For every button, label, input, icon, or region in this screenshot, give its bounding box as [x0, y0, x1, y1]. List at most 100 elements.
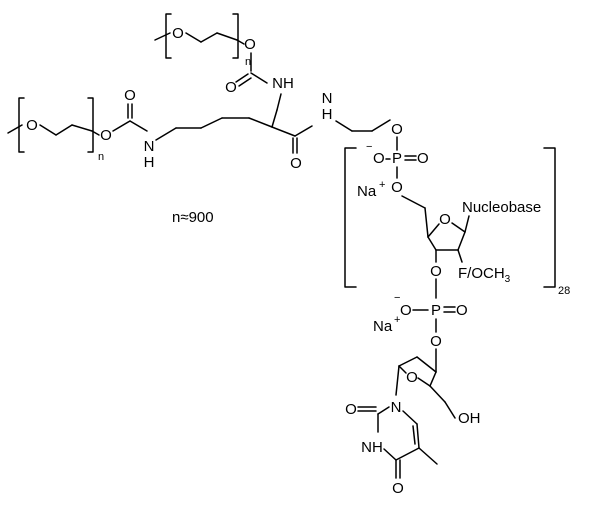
glycosidic-bond	[395, 365, 400, 396]
thymine-ring-bond	[383, 448, 397, 461]
left-peg-bond	[39, 124, 57, 136]
upper-carbamate: O NH	[225, 52, 294, 111]
nucleobase-label: Nucleobase	[462, 199, 541, 216]
linker-bond	[335, 120, 353, 132]
nucleotide-repeat-label: 28	[558, 285, 570, 297]
upper-peg-right-bracket	[232, 13, 239, 59]
left-carbamate-bond	[112, 120, 131, 132]
lysine-alpha-bond	[271, 109, 278, 128]
left-peg-chain: O O n	[7, 97, 112, 163]
thymine-n1: N	[391, 399, 402, 416]
phosphate-2-o-minus: O	[400, 302, 412, 319]
ribose-2-substituent: F/OCH3	[458, 265, 511, 285]
nucleotide-left-bracket	[344, 147, 357, 288]
ribose-2-bond	[457, 249, 463, 263]
ribose-ring-bond	[427, 236, 437, 251]
left-peg-ester-oxygen: O	[100, 127, 112, 144]
thymine-c5-c6-double-bond	[412, 425, 416, 445]
phosphate-1-ester-oxygen: O	[391, 179, 403, 196]
amide-n: N	[322, 90, 333, 107]
ribose-ring-oxygen: O	[439, 211, 451, 228]
upper-carbamate-carbonyl-bond	[235, 73, 249, 83]
deoxyribose-ring-bond	[398, 356, 418, 367]
left-carbamate-n: N	[144, 138, 155, 155]
deoxyribose-ring-bond	[417, 377, 431, 387]
upper-peg-bond	[185, 32, 202, 43]
upper-carbamate-nh: NH	[272, 75, 294, 92]
thymine-ring-bond	[402, 410, 418, 425]
ribose-ring-bond	[427, 223, 440, 238]
peg-length-label: n≈900	[172, 209, 214, 226]
linker-bond	[371, 119, 391, 132]
upper-carbamate-bond	[250, 72, 268, 84]
nucleobase-bond	[464, 215, 470, 233]
terminal-hydroxyl: OH	[458, 410, 481, 427]
phosphate-2-charge: −	[394, 292, 400, 304]
lysine-backbone: O N H O	[155, 90, 403, 172]
lysine-bond	[155, 127, 177, 141]
nucleotide-repeat-unit: 28 P − O O O Na + O Nucleobase F/OCH3 O	[344, 136, 570, 297]
thymine-c4-oxygen: O	[392, 480, 404, 497]
left-peg-left-bracket	[18, 97, 25, 153]
left-peg-bond	[55, 124, 73, 136]
deoxyribose-ring-bond	[429, 371, 437, 387]
counterion-1-na: Na	[357, 183, 377, 200]
ribose-ring-bond	[451, 222, 466, 233]
thymine-c2-oxygen: O	[345, 401, 357, 418]
ribose-ring-bond	[457, 231, 466, 251]
phosphate-1-p: P	[392, 150, 402, 167]
deoxyribose-ring-bond	[398, 365, 407, 374]
left-carbamate-bond	[129, 120, 148, 132]
ribose-5-bond	[401, 195, 426, 209]
upper-peg-repeat-label: n	[245, 56, 251, 68]
phosphate-2-oxo: O	[456, 302, 468, 319]
phosphate-1-charge: −	[366, 141, 372, 153]
deoxyribose-ring-oxygen: O	[406, 369, 418, 386]
phosphate-2: P − O O O Na +	[373, 278, 468, 350]
upper-peg-left-bracket	[165, 13, 172, 59]
upper-peg-oxygen: O	[172, 25, 184, 42]
linker-oxygen: O	[391, 121, 403, 138]
deoxyribose-5-bond	[444, 401, 456, 419]
amide-bond	[294, 125, 313, 137]
upper-carbamate-carbonyl-bond	[238, 77, 252, 87]
ribose-3-oxygen: O	[430, 263, 442, 280]
left-carbamate-carbonyl-oxygen: O	[124, 87, 136, 104]
left-carbamate-h: H	[144, 154, 155, 171]
nucleotide-right-bracket	[543, 147, 556, 288]
left-peg-repeat-label: n	[98, 151, 104, 163]
left-peg-right-bracket	[87, 97, 94, 153]
lysine-amide-bond	[271, 126, 296, 137]
counterion-2-na: Na	[373, 318, 393, 335]
thymine-methyl-bond	[418, 447, 438, 465]
lysine-bond	[248, 117, 273, 128]
thymine-ring-bond	[395, 447, 420, 461]
left-peg-bond	[71, 124, 93, 132]
thymine-n3h: NH	[361, 439, 383, 456]
ribose-ring-bond	[424, 207, 429, 238]
thymine-ring-bond	[377, 406, 390, 415]
counterion-1-charge: +	[379, 179, 385, 191]
deoxyribose-5-bond	[429, 385, 446, 403]
phosphate-2-ester-oxygen: O	[430, 333, 442, 350]
thymine-c5-c6-double-bond	[416, 423, 420, 449]
amide-carbonyl-oxygen: O	[290, 155, 302, 172]
upper-peg-terminal-bond	[154, 32, 171, 41]
phosphate-2-p: P	[431, 302, 441, 319]
upper-peg-chain: O O n	[154, 13, 256, 68]
deoxyribose-ring-bond	[416, 356, 437, 373]
upper-peg-ester-oxygen: O	[244, 36, 256, 53]
left-peg-terminal-bond	[7, 124, 23, 134]
phosphate-1-oxo: O	[417, 150, 429, 167]
counterion-2-charge: +	[394, 314, 400, 326]
lysine-bond	[200, 117, 223, 129]
thymidine-terminus: O OH N O NH O	[345, 348, 481, 497]
left-peg-oxygen: O	[26, 117, 38, 134]
phosphate-1-o-minus: O	[373, 150, 385, 167]
upper-peg-bond	[216, 32, 238, 41]
upper-carbamate-carbonyl-oxygen: O	[225, 79, 237, 96]
left-carbamate: O N H	[112, 87, 155, 171]
alpha-nh-bond	[276, 93, 282, 111]
upper-peg-bond	[200, 32, 218, 43]
